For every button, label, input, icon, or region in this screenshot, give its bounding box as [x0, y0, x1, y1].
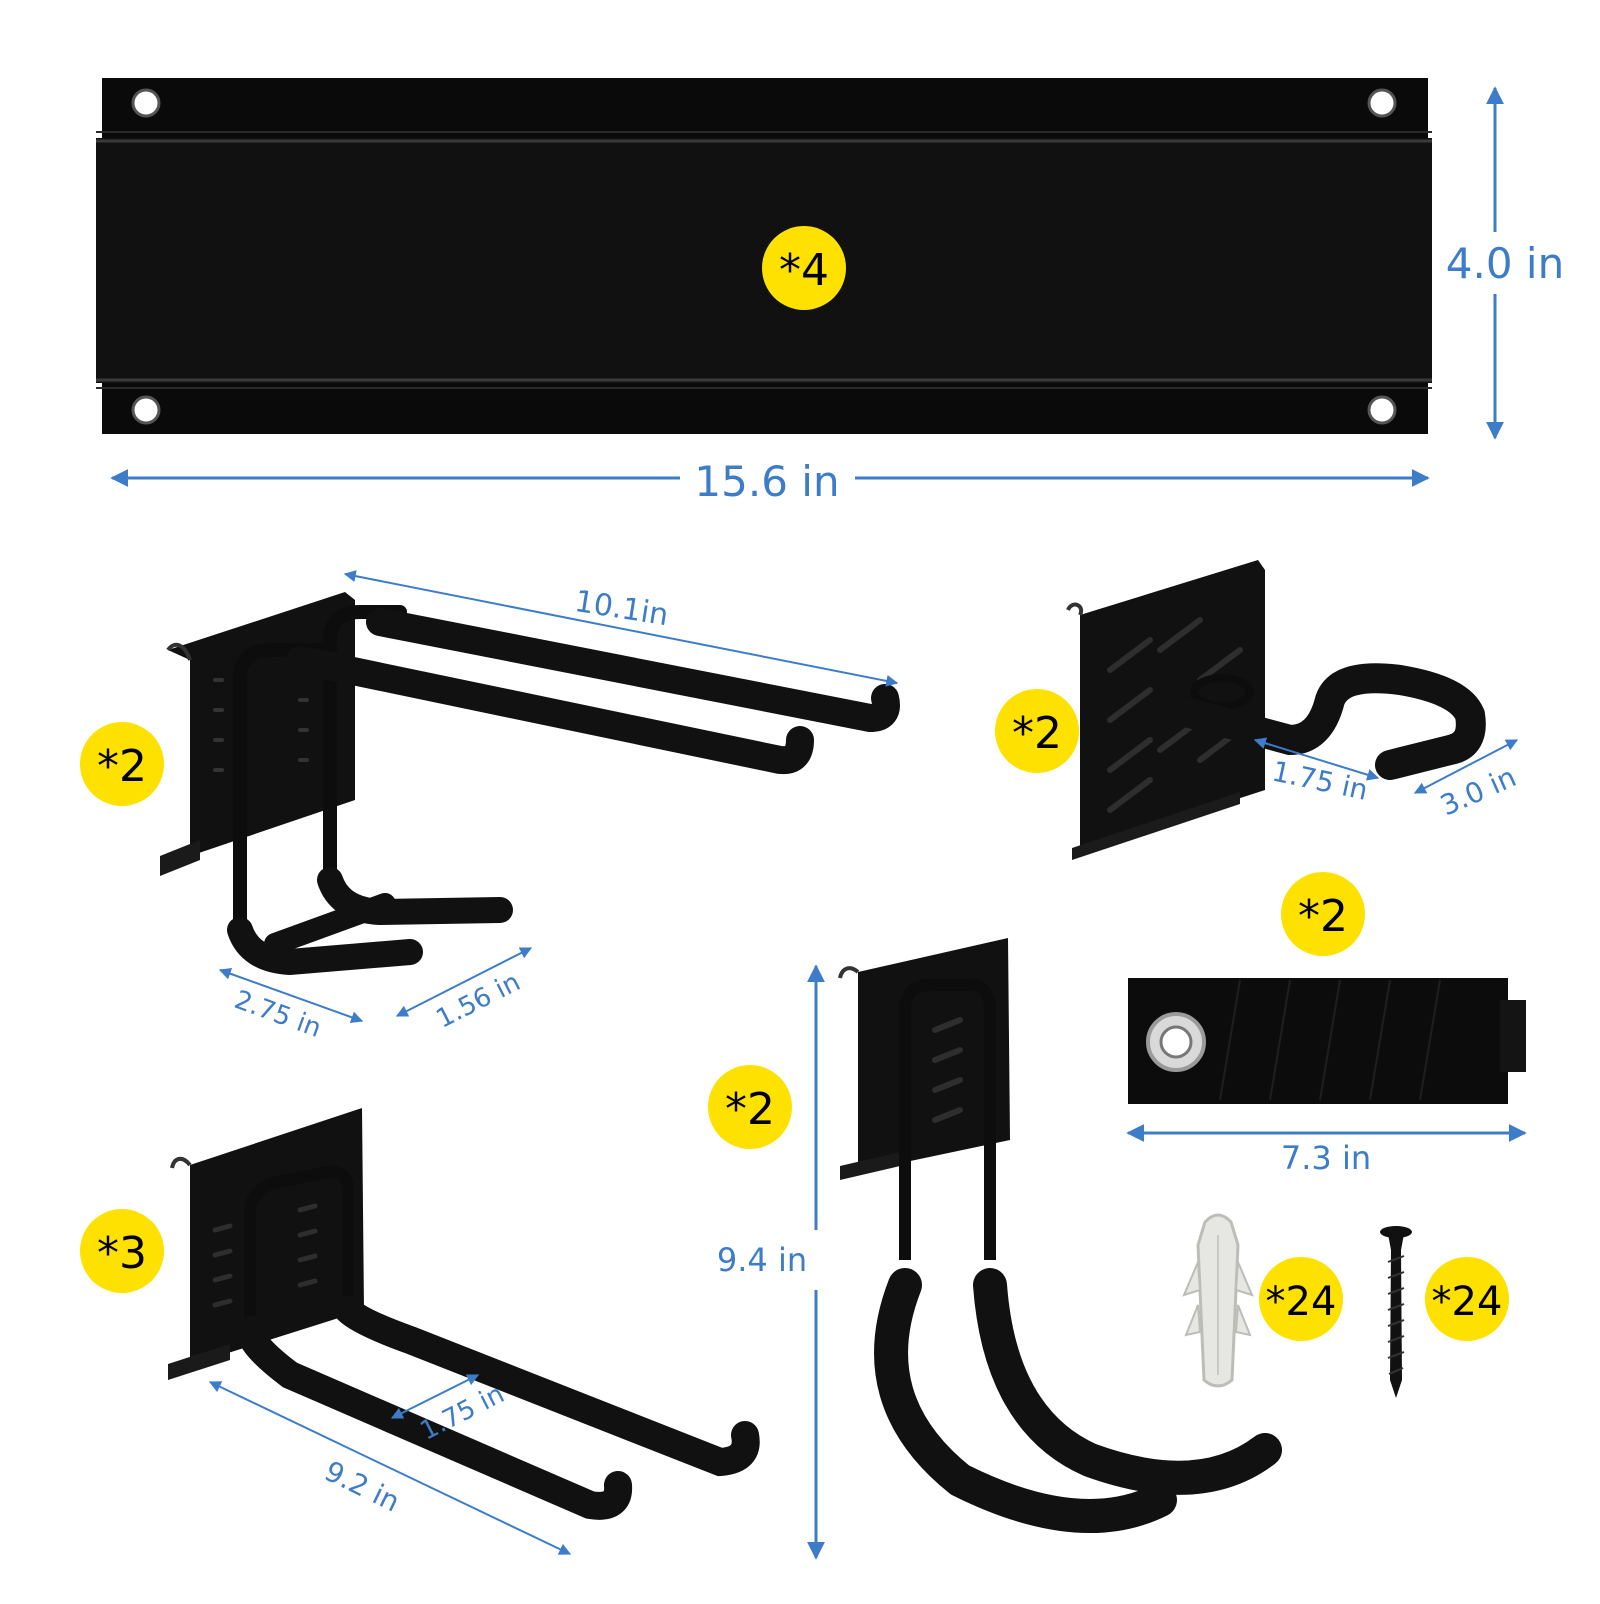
velcro-strap — [1128, 978, 1526, 1104]
mounting-hole — [1367, 88, 1397, 118]
bike-hook-quantity-badge: *2 — [708, 1065, 792, 1149]
small-hook-quantity-badge: *2 — [995, 689, 1079, 773]
svg-text:*2: *2 — [1298, 891, 1348, 942]
strap-quantity-badge: *2 — [1281, 872, 1365, 956]
small-hook — [1066, 560, 1486, 860]
rail-height-label: 4.0 in — [1446, 239, 1564, 288]
svg-text:*3: *3 — [97, 1228, 147, 1279]
svg-text:*2: *2 — [97, 741, 147, 792]
double-hook-gap-arrow — [395, 947, 533, 1017]
svg-text:*24: *24 — [1432, 1279, 1503, 1325]
mounting-hole — [1367, 395, 1397, 425]
rail-quantity-badge: *4 — [762, 226, 846, 310]
u-hook-length-arrow — [208, 1381, 572, 1555]
svg-text:*4: *4 — [779, 245, 829, 296]
double-hook — [160, 592, 900, 976]
double-hook-gap-label: 1.56 in — [432, 967, 526, 1035]
small-hook-width-arrow — [1413, 739, 1519, 794]
svg-text:*24: *24 — [1266, 1279, 1337, 1325]
double-hook-length-label: 10.1in — [572, 584, 670, 633]
double-hook-length-arrow — [343, 570, 899, 687]
small-hook-reach-label: 1.75 in — [1269, 755, 1371, 807]
bike-hook-height-label: 9.4 in — [717, 1241, 807, 1279]
double-hook-depth-arrow — [218, 968, 364, 1023]
screw-quantity-badge: *24 — [1425, 1257, 1509, 1341]
svg-text:*2: *2 — [725, 1084, 775, 1135]
small-hook-reach-arrow — [1253, 737, 1380, 781]
screw-icon — [1380, 1226, 1412, 1398]
bike-hook — [838, 938, 1282, 1533]
anchor-quantity-badge: *24 — [1259, 1257, 1343, 1341]
double-hook-depth-label: 2.75 in — [230, 985, 325, 1044]
small-hook-width-label: 3.0 in — [1435, 760, 1521, 822]
mounting-hole — [131, 88, 161, 118]
u-hook — [168, 1108, 760, 1520]
u-hook-quantity-badge: *3 — [80, 1209, 164, 1293]
mounting-hole — [131, 395, 161, 425]
u-hook-gap-arrow — [390, 1374, 480, 1419]
svg-text:*2: *2 — [1012, 708, 1062, 759]
wall-anchor-icon — [1182, 1213, 1254, 1388]
rail-width-label: 15.6 in — [694, 457, 839, 506]
strap-length-label: 7.3 in — [1281, 1139, 1371, 1177]
u-hook-length-label: 9.2 in — [319, 1454, 404, 1518]
double-hook-quantity-badge: *2 — [80, 722, 164, 806]
